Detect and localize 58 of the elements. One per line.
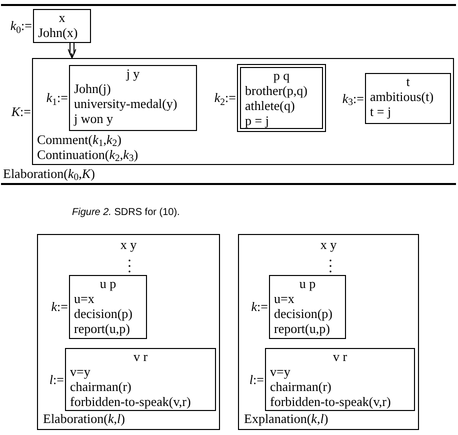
relation-text: Explanation(k,l) <box>244 411 328 426</box>
drs-box <box>265 348 415 411</box>
drs-box <box>65 348 216 411</box>
condition-text: j won y <box>74 111 113 126</box>
condition-text: John(x) <box>38 25 78 40</box>
drs-box <box>237 64 326 132</box>
condition-text: decision(p) <box>74 306 132 321</box>
drs-box <box>269 275 346 339</box>
relation-text: Elaboration(k,l) <box>43 411 125 426</box>
condition-text: forbidden-to-speak(v,r) <box>270 394 391 409</box>
box-label: k$_{3}$:= <box>342 90 364 108</box>
frame-box <box>238 234 419 430</box>
condition-text: t = j <box>370 104 392 119</box>
box-label: k:= <box>251 298 268 316</box>
figure-caption: Figure 2. SDRS for (10). <box>72 206 180 220</box>
variable-list: u p <box>299 276 316 291</box>
drs-box <box>69 275 147 339</box>
variable-list: v r <box>332 349 348 364</box>
drs-box <box>365 73 451 124</box>
variable-list: v r <box>133 349 148 364</box>
condition-text: forbidden-to-speak(v,r) <box>70 394 191 409</box>
condition-text: u=x <box>74 291 94 306</box>
condition-text: u=x <box>274 291 294 306</box>
variable-list: t <box>406 74 410 89</box>
box-label: k:= <box>51 298 68 316</box>
condition-text: athlete(q) <box>245 98 295 113</box>
variable-list: x <box>58 10 66 25</box>
condition-text: brother(p,q) <box>245 83 308 98</box>
condition-text: ambitious(t) <box>370 89 434 104</box>
variable-list: p q <box>273 68 290 83</box>
frame-box <box>37 234 220 430</box>
drs-box <box>33 9 91 43</box>
drs-box <box>69 65 197 131</box>
condition-text: report(u,p) <box>274 321 330 336</box>
relation-text: Elaboration(k$_{0}$,K) <box>3 166 95 181</box>
box-label: l:= <box>249 370 264 389</box>
relation-text: Comment(k$_{1}$,k$_{2}$) <box>37 132 122 147</box>
condition-text: v=y <box>270 364 290 379</box>
relation-text: Continuation(k$_{2}$,k$_{3}$) <box>37 147 138 162</box>
condition-text: decision(p) <box>274 306 332 321</box>
condition-text: John(j) <box>74 81 111 96</box>
variable-list: u p <box>100 276 116 291</box>
double-arrow <box>68 42 76 58</box>
condition-text: p = j <box>245 113 269 128</box>
box-label: k$_{0}$:= <box>10 17 32 36</box>
variable-list: x y <box>120 237 137 252</box>
frame-box <box>32 58 454 165</box>
box-label: k$_{2}$:= <box>214 89 236 108</box>
condition-text: university-medal(y) <box>74 96 178 111</box>
condition-text: report(u,p) <box>74 321 130 336</box>
condition-text: v=y <box>70 364 90 379</box>
box-label: K:= <box>11 102 31 121</box>
variable-list: x y <box>320 237 337 252</box>
box-label: l:= <box>49 370 64 389</box>
box-label: k$_{1}$:= <box>46 89 68 108</box>
variable-list: j y <box>126 66 140 81</box>
condition-text: chairman(r) <box>70 379 132 394</box>
condition-text: chairman(r) <box>270 379 332 394</box>
